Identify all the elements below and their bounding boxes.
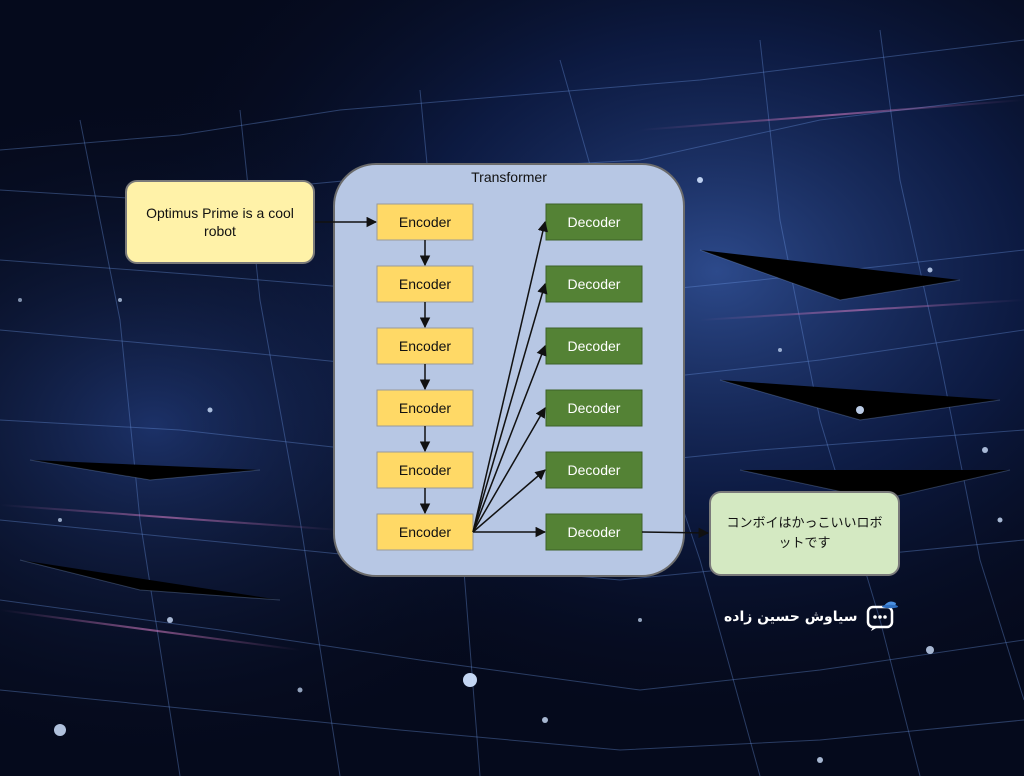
decoder-block-5: [545, 451, 643, 489]
decoder-label-2: Decoder: [568, 276, 621, 292]
decoder-block-2: [545, 265, 643, 303]
encoder-label-5: Encoder: [399, 462, 451, 478]
encoder-label-4: Encoder: [399, 400, 451, 416]
encoder-label-6: Encoder: [399, 524, 451, 540]
encoder-label-2: Encoder: [399, 276, 451, 292]
encoder-block-2: [376, 265, 474, 303]
output-arrow: [641, 527, 710, 539]
decoder-block-6: [545, 513, 643, 551]
decoder-label-4: Decoder: [568, 400, 621, 416]
encoder-block-3: [376, 327, 474, 365]
encoder-stack: Encoder Encoder Encoder Encoder Encoder …: [376, 203, 474, 551]
decoder-label-5: Decoder: [568, 462, 621, 478]
input-sentence-box: Optimus Prime is a cool robot: [125, 180, 315, 264]
decoder-label-1: Decoder: [568, 214, 621, 230]
encoder-decoder-arrows: [472, 220, 548, 538]
decoder-stack: Decoder Decoder Decoder Decoder Decoder …: [545, 203, 643, 551]
author-name: سیاوش حسین زاده: [724, 609, 858, 625]
encoder-block-1: [376, 203, 474, 241]
author-watermark: سیاوش حسین زاده: [724, 598, 899, 636]
decoder-block-3: [545, 327, 643, 365]
encoder-block-5: [376, 451, 474, 489]
decoder-label-3: Decoder: [568, 338, 621, 354]
encoder-label-1: Encoder: [399, 214, 451, 230]
encoder-block-4: [376, 389, 474, 427]
output-sentence-text: コンボイはかっこいいロボットです: [726, 515, 883, 551]
output-sentence-box: コンボイはかっこいいロボットです: [709, 491, 900, 576]
encoder-label-3: Encoder: [399, 338, 451, 354]
decoder-block-4: [545, 389, 643, 427]
transformer-title: Transformer: [471, 169, 547, 185]
decoder-block-1: [545, 203, 643, 241]
decoder-label-6: Decoder: [568, 524, 621, 540]
input-sentence-text: Optimus Prime is a cool robot: [146, 205, 294, 239]
chat-bubble-hat-icon: [865, 598, 899, 636]
